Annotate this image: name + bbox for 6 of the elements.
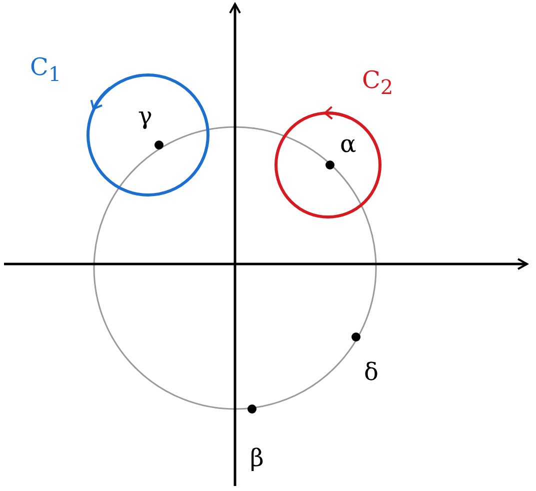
point-label: α	[340, 132, 356, 156]
point-label: β	[250, 446, 264, 470]
contour-label: C$_{1}$	[30, 55, 62, 84]
point-label: γ	[138, 104, 152, 128]
contour-label: C$_{2}$	[362, 68, 394, 97]
point-label: δ	[364, 360, 378, 384]
